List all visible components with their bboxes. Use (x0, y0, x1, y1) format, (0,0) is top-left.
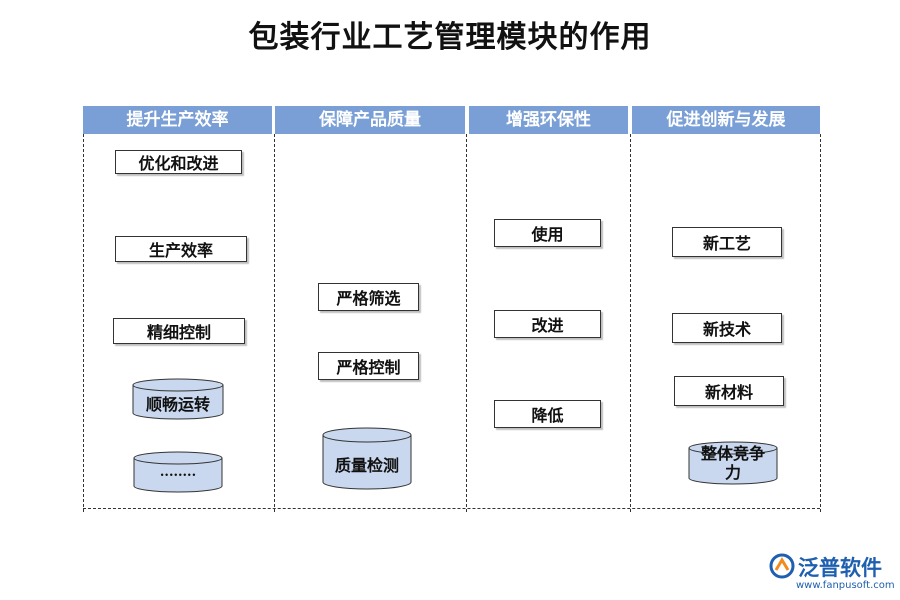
item-box: 优化和改进 (115, 150, 242, 174)
column-header-quality: 保障产品质量 (275, 106, 465, 134)
column-header-innovation: 促进创新与发展 (632, 106, 820, 134)
item-box: 改进 (494, 310, 601, 338)
column-header-environment: 增强环保性 (469, 106, 628, 134)
cylinder-shape (133, 451, 223, 493)
cylinder-label: 整体竞争力 (700, 444, 765, 482)
item-box: 严格筛选 (318, 283, 419, 311)
column-divider (630, 134, 631, 512)
item-box: 新材料 (674, 376, 784, 406)
cylinder-shape (132, 378, 224, 420)
item-box: 使用 (494, 219, 601, 247)
item-box: 精细控制 (113, 318, 245, 344)
brand-logo: 泛普软件 www.fanpusoft.com (768, 550, 895, 596)
cylinder-item: ........ (133, 451, 223, 493)
item-box: 降低 (494, 400, 601, 428)
logo-url: www.fanpusoft.com (796, 580, 895, 591)
column-divider (83, 134, 84, 512)
cylinder-item: 顺畅运转 (132, 378, 224, 420)
cylinder-shape (688, 441, 778, 485)
cylinder-label: ........ (159, 465, 197, 480)
column-header-efficiency: 提升生产效率 (83, 106, 272, 134)
diagram-title: 包装行业工艺管理模块的作用 (248, 20, 652, 55)
cylinder-label: 顺畅运转 (145, 395, 210, 414)
column-divider (466, 134, 467, 512)
item-box: 新工艺 (672, 227, 782, 257)
logo-icon (769, 553, 795, 579)
cylinder-label: 质量检测 (334, 456, 399, 475)
cylinder-shape (322, 427, 412, 490)
cylinder-item: 质量检测 (322, 427, 412, 491)
column-divider (274, 134, 275, 512)
item-box: 新技术 (672, 313, 782, 343)
cylinder-item: 整体竞争力 (688, 441, 778, 485)
column-divider (820, 134, 821, 512)
item-box: 严格控制 (318, 352, 419, 380)
item-box: 生产效率 (115, 236, 247, 262)
logo-text: 泛普软件 (798, 556, 882, 580)
bottom-divider (83, 508, 820, 509)
